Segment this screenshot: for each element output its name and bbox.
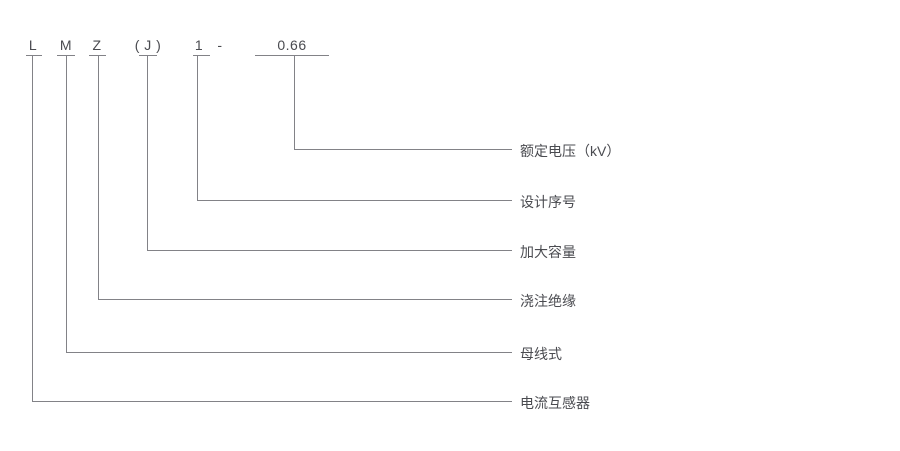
connector-horizontal-M xyxy=(66,352,512,353)
connector-horizontal-Z xyxy=(98,299,512,300)
model-code-separator: - xyxy=(217,37,223,53)
connector-vertical-L xyxy=(32,55,33,401)
model-code-char-L: L xyxy=(28,37,38,53)
connector-horizontal-J xyxy=(147,250,512,251)
underline-066 xyxy=(255,55,329,56)
meaning-label-rated-voltage: 额定电压（kV） xyxy=(520,143,621,159)
meaning-label-design-serial: 设计序号 xyxy=(520,194,576,210)
meaning-label-enlarged-capacity: 加大容量 xyxy=(520,244,576,260)
connector-horizontal-L xyxy=(32,401,512,402)
connector-vertical-Z xyxy=(98,55,99,299)
model-code-char-066: 0.66 xyxy=(277,37,307,53)
underline-1 xyxy=(193,55,210,56)
connector-vertical-066 xyxy=(294,55,295,149)
underline-L xyxy=(26,55,42,56)
connector-vertical-J xyxy=(147,55,148,250)
connector-vertical-1 xyxy=(197,55,198,200)
underline-J xyxy=(139,55,157,56)
meaning-label-current-transformer: 电流互感器 xyxy=(520,395,590,411)
connector-vertical-M xyxy=(66,55,67,352)
connector-horizontal-066 xyxy=(294,149,512,150)
model-code-char-Z: Z xyxy=(92,37,102,53)
model-code-char-J: ( J ) xyxy=(134,37,162,53)
model-code-char-1: 1 xyxy=(194,37,204,53)
connector-horizontal-1 xyxy=(197,200,512,201)
meaning-label-busbar-type: 母线式 xyxy=(520,346,562,362)
meaning-label-cast-insulation: 浇注绝缘 xyxy=(520,293,576,309)
underline-Z xyxy=(89,55,106,56)
model-code-char-M: M xyxy=(59,37,73,53)
